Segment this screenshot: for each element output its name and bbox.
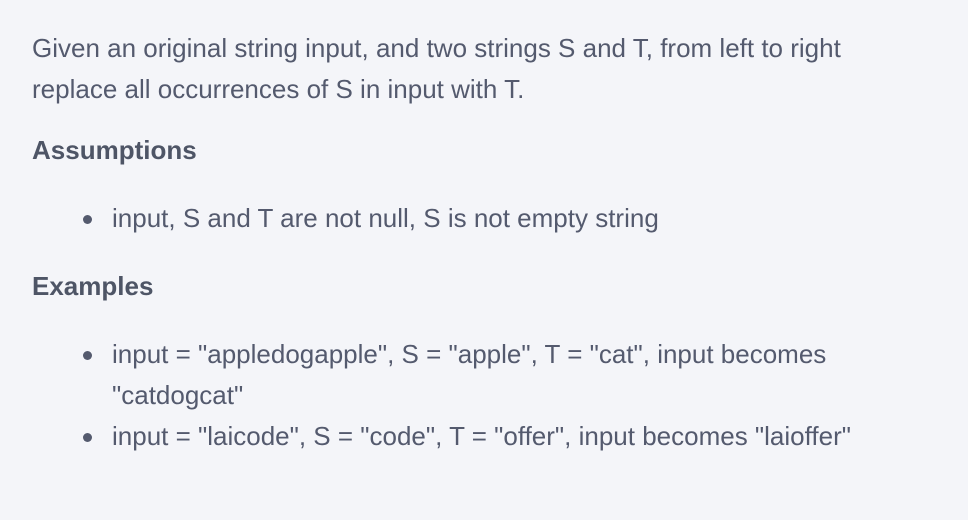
list-item: input = "appledogapple", S = "apple", T … [32, 334, 932, 416]
list-item: input = "laicode", S = "code", T = "offe… [32, 416, 932, 457]
problem-description: Given an original string input, and two … [32, 33, 841, 104]
example-text: input = "appledogapple", S = "apple", T … [112, 339, 827, 410]
example-text: input = "laicode", S = "code", T = "offe… [112, 421, 851, 451]
examples-heading: Examples [32, 271, 154, 301]
assumption-text: input, S and T are not null, S is not em… [112, 203, 659, 233]
assumptions-list: input, S and T are not null, S is not em… [32, 198, 932, 239]
assumptions-heading: Assumptions [32, 135, 197, 165]
bullet-icon [83, 433, 92, 442]
bullet-icon [83, 215, 92, 224]
bullet-icon [83, 351, 92, 360]
list-item: input, S and T are not null, S is not em… [32, 198, 932, 239]
problem-content: Given an original string input, and two … [32, 28, 932, 451]
examples-list: input = "appledogapple", S = "apple", T … [32, 334, 932, 457]
